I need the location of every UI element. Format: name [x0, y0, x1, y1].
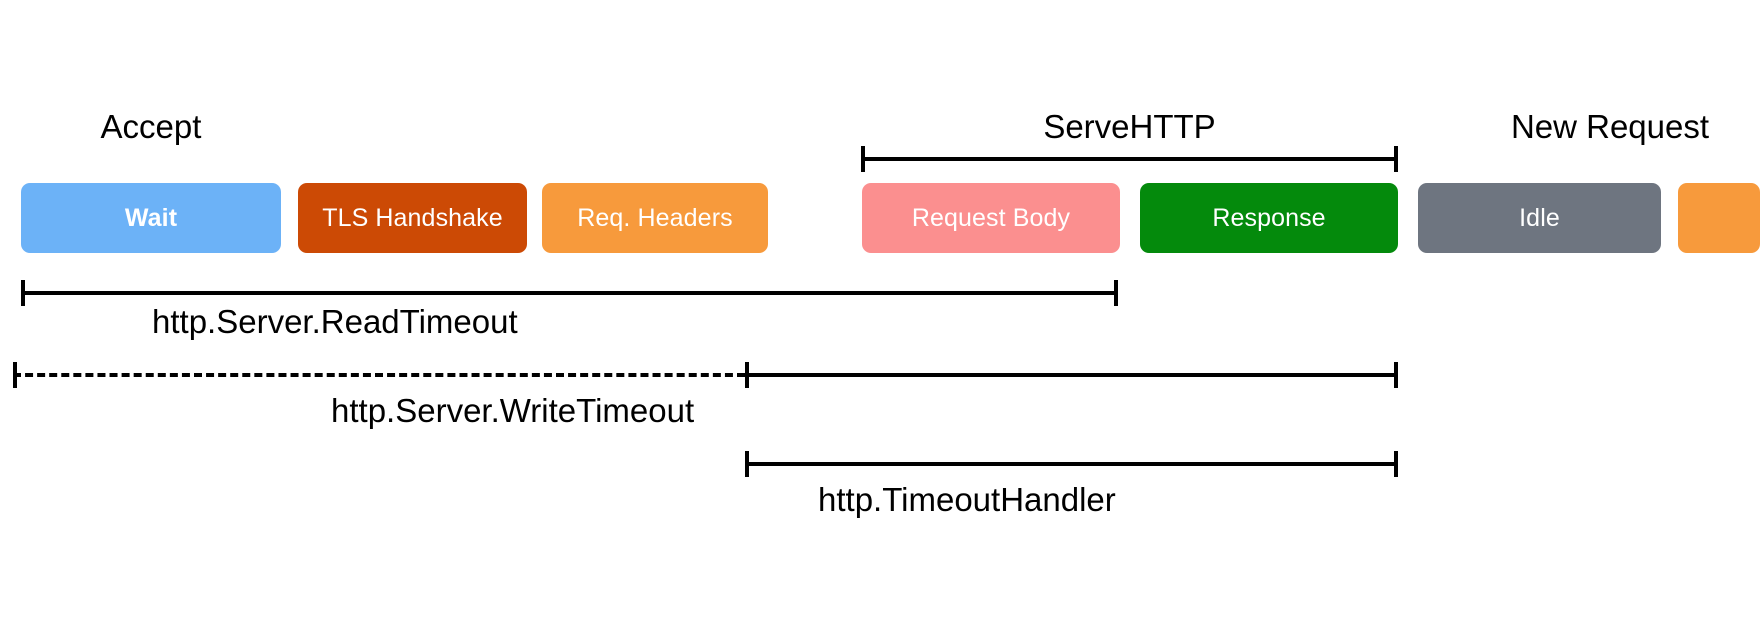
bracket-line: [745, 462, 1398, 466]
phase-box-response[interactable]: Response: [1140, 183, 1398, 253]
group-title-servehttp-label: ServeHTTP: [1043, 108, 1216, 145]
timeout-handler-caption-label: http.TimeoutHandler: [818, 481, 1116, 518]
phase-box-request-body[interactable]: Request Body: [862, 183, 1120, 253]
bracket-line-solid: [745, 373, 1398, 377]
timeout-handler-bracket: [745, 451, 1398, 477]
write-timeout-caption-label: http.Server.WriteTimeout: [331, 392, 695, 429]
phase-box-wait[interactable]: Wait: [21, 183, 281, 253]
read-timeout-caption-label: http.Server.ReadTimeout: [152, 303, 518, 340]
bracket-line: [21, 291, 1118, 295]
servehttp-bracket: [861, 146, 1398, 172]
write-timeout-bracket: [13, 362, 1398, 388]
bracket-tick-right: [1114, 280, 1118, 306]
phase-label-wait: Wait: [124, 203, 178, 232]
group-title-accept-label: Accept: [100, 108, 202, 145]
bracket-tick-right: [1394, 451, 1398, 477]
group-title-servehttp: ServeHTTP: [861, 108, 1398, 146]
phase-label-req-headers: Req. Headers: [577, 203, 733, 232]
timeout-handler-caption: http.TimeoutHandler: [818, 481, 1116, 519]
phase-label-response: Response: [1212, 203, 1326, 232]
phase-box-req-headers[interactable]: Req. Headers: [542, 183, 768, 253]
bracket-tick-right: [1394, 362, 1398, 388]
phase-label-idle: Idle: [1519, 203, 1560, 232]
bracket-tick-right: [1394, 146, 1398, 172]
bracket-line-dashed: [13, 373, 745, 377]
read-timeout-bracket: [21, 280, 1118, 306]
bracket-line: [861, 157, 1398, 161]
phase-box-tls-handshake[interactable]: TLS Handshake: [298, 183, 527, 253]
bracket-tick-middle: [745, 362, 749, 388]
phase-label-tls-handshake: TLS Handshake: [322, 203, 503, 232]
phase-label-request-body: Request Body: [911, 203, 1071, 232]
phase-box-idle[interactable]: Idle: [1418, 183, 1661, 253]
group-title-new-request-label: New Request: [1510, 108, 1710, 145]
group-title-accept: Accept: [21, 108, 281, 146]
phase-box-next-request[interactable]: [1678, 183, 1760, 253]
write-timeout-caption: http.Server.WriteTimeout: [331, 392, 694, 430]
group-title-new-request: New Request: [1460, 108, 1760, 146]
read-timeout-caption: http.Server.ReadTimeout: [152, 303, 518, 341]
